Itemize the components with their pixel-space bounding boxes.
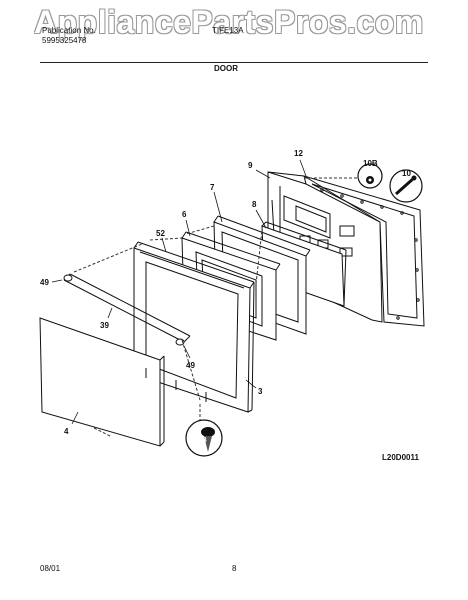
detail-10b [357, 163, 383, 189]
leader-lines [51, 159, 402, 425]
watermark: AppliancePartsPros.com [34, 4, 424, 40]
detail-10 [389, 169, 423, 203]
callout-12: 12 [294, 149, 303, 158]
callout-10: 10 [402, 169, 411, 178]
callout-10b: 10B [363, 159, 378, 168]
model-number: TIFE13A [212, 26, 244, 35]
header-rule [40, 62, 428, 63]
callout-9: 9 [248, 161, 253, 170]
outer-door-panel-4 [39, 317, 165, 447]
callout-6: 6 [182, 210, 187, 219]
callout-4: 4 [64, 427, 69, 436]
callout-52: 52 [156, 229, 165, 238]
figure-id: L20D0011 [382, 453, 419, 462]
publication-label: Publication No. [42, 26, 96, 35]
callout-49-bottom: 49 [186, 361, 195, 370]
footer-date: 08/01 [40, 564, 61, 573]
door-frame-3 [133, 241, 255, 413]
callout-8: 8 [252, 200, 257, 209]
callout-49-top: 49 [40, 278, 49, 287]
publication-number: 5995325478 [42, 36, 87, 45]
footer-page-number: 8 [232, 564, 237, 573]
callout-39: 39 [100, 321, 109, 330]
callout-7: 7 [210, 183, 215, 192]
detail-60b [185, 419, 223, 457]
callout-3: 3 [258, 387, 263, 396]
frame-screws [145, 368, 207, 402]
callout-60b: 60B [194, 437, 207, 444]
section-title: DOOR [214, 64, 238, 73]
